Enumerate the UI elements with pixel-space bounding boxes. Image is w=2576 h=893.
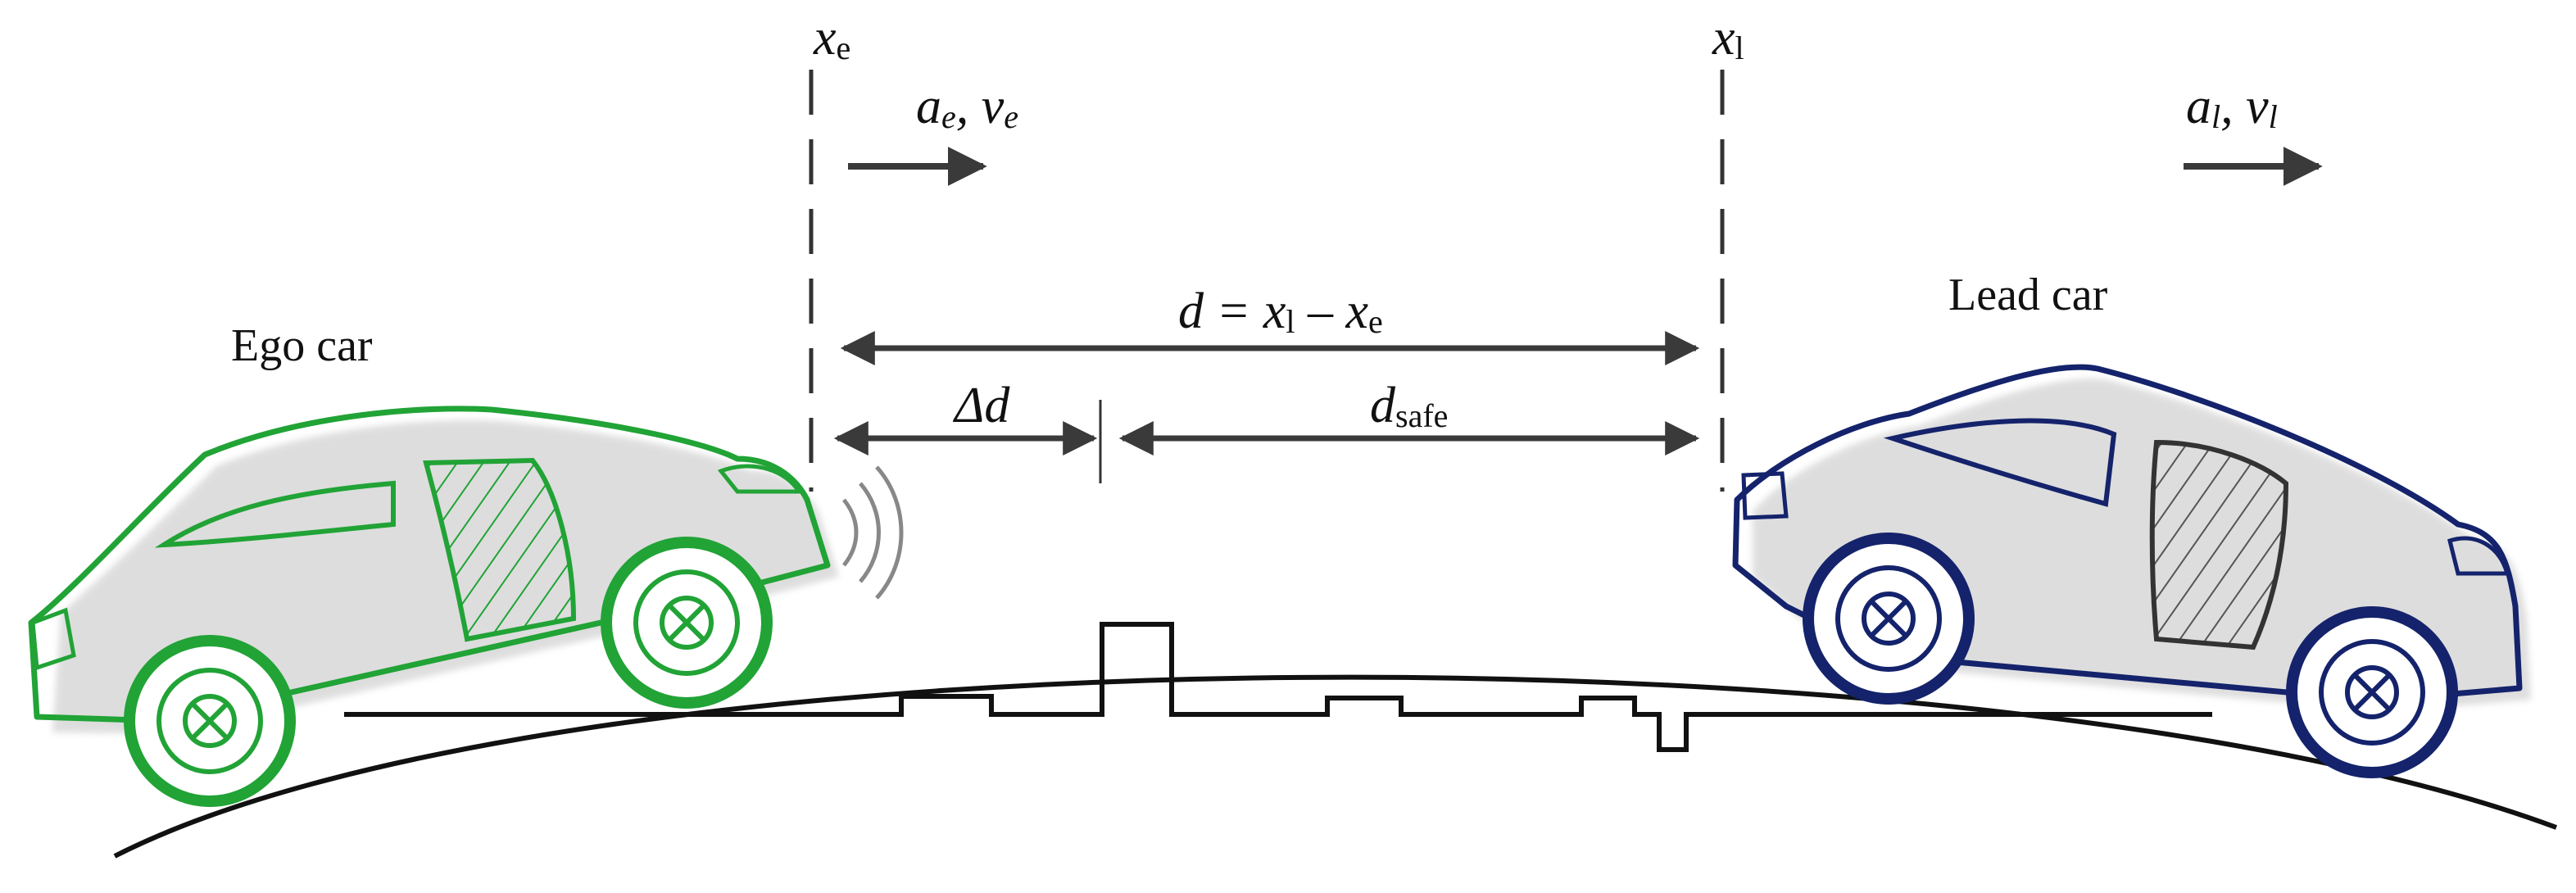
distance-label: d = xl – xe <box>1178 283 1383 340</box>
lead-position-label: xl <box>1712 10 1744 66</box>
delta-d-label: Δd <box>952 378 1010 433</box>
ego-car-label: Ego car <box>231 320 373 371</box>
ego-motion-label: ae, ve <box>916 79 1018 135</box>
lead-car <box>1732 364 2531 778</box>
lead-motion-label: al, vl <box>2186 79 2278 135</box>
radar-waves <box>842 465 904 600</box>
road-profile <box>344 622 2212 752</box>
ego-position-label: xe <box>813 10 850 66</box>
d-safe-label: dsafe <box>1370 378 1448 434</box>
lead-car-label: Lead car <box>1948 270 2108 320</box>
ego-car <box>28 406 839 807</box>
road <box>113 622 2558 859</box>
